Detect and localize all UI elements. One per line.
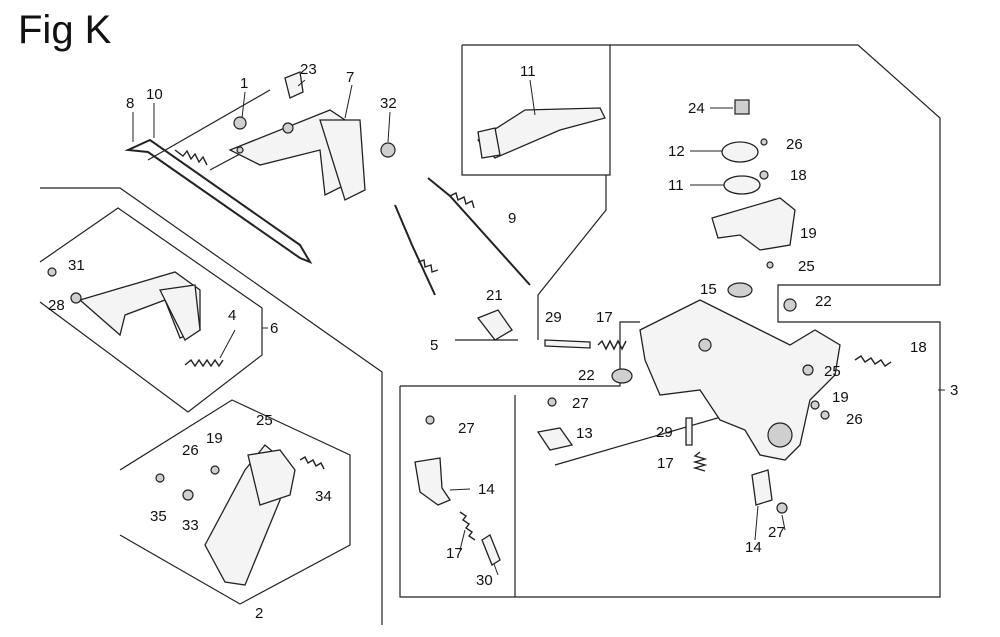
callout-25-left: 25	[256, 412, 273, 429]
main-bracket-3	[639, 299, 841, 461]
spring-34	[299, 456, 325, 470]
callout-32: 32	[380, 95, 397, 112]
callout-5: 5	[430, 337, 438, 354]
callout-25-upper: 25	[798, 258, 815, 275]
callout-17-inner: 17	[446, 545, 463, 562]
spring-4	[184, 358, 224, 368]
bolt-22-lower	[611, 368, 633, 384]
callout-12: 11	[668, 177, 684, 194]
clip-14	[536, 427, 574, 451]
callout-29-lower: 29	[656, 424, 673, 441]
bolt-22-upper	[783, 298, 797, 312]
link-5	[394, 204, 436, 296]
callout-4: 4	[228, 307, 236, 324]
cap-13	[721, 141, 759, 163]
callout-24: 24	[688, 100, 705, 117]
callout-26-upper: 26	[786, 136, 803, 153]
spring-17-upper	[597, 339, 627, 351]
group-frames	[39, 44, 941, 625]
sleeve-21	[476, 309, 513, 341]
callout-6: 6	[270, 320, 278, 337]
callout-14-lower: 14	[745, 539, 762, 556]
callout-20: 19	[800, 225, 817, 242]
callout-11: 11	[520, 63, 536, 80]
callout-9: 9	[508, 210, 516, 227]
spring-18	[854, 355, 892, 367]
callout-7: 7	[346, 69, 354, 86]
callout-31: 31	[68, 257, 85, 274]
callout-19-left: 19	[206, 430, 223, 447]
leader-lines	[132, 79, 945, 576]
bracket-15	[414, 457, 451, 506]
callout-23: 23	[300, 61, 317, 78]
callout-14-upper: 13	[576, 425, 593, 442]
bracket-11	[476, 107, 606, 159]
callout-labels: 1 23 7 32 8 10 31 28 4 6 25 26 19 34 35 …	[48, 61, 958, 622]
callout-16: 15	[700, 281, 717, 298]
callout-26-right: 26	[846, 411, 863, 428]
callout-2: 2	[255, 605, 263, 622]
nut-1	[233, 116, 247, 130]
callout-28: 28	[48, 297, 65, 314]
callout-26-left: 26	[182, 442, 199, 459]
rod-spring	[174, 149, 208, 166]
callout-22-lower: 22	[578, 367, 595, 384]
callout-17-mid: 17	[657, 455, 674, 472]
callout-30: 30	[476, 572, 493, 589]
figure-title: Fig K	[18, 8, 112, 52]
clip-14-lower	[751, 469, 773, 506]
washer-16	[727, 282, 753, 298]
callout-17-upper: 17	[596, 309, 613, 326]
spring-17-lower	[692, 451, 708, 472]
callout-21: 21	[486, 287, 503, 304]
callout-35: 35	[150, 508, 167, 525]
parts-artwork	[47, 71, 892, 586]
screw-29-lower	[685, 417, 693, 446]
callout-27-b: 27	[458, 420, 475, 437]
callout-34: 34	[315, 488, 332, 505]
screw-30	[481, 534, 501, 566]
plate-20	[711, 197, 796, 251]
bracket-7	[228, 109, 346, 196]
callout-33: 33	[182, 517, 199, 534]
callout-25-right: 25	[824, 363, 841, 380]
callout-1: 1	[240, 75, 248, 92]
callout-22-upper: 22	[815, 293, 832, 310]
nut-32	[380, 142, 396, 158]
spring-17-inner	[459, 511, 476, 541]
callout-19-right: 19	[832, 389, 849, 406]
callout-29-upper: 29	[545, 309, 562, 326]
callout-18: 18	[910, 339, 927, 356]
washer-12	[723, 175, 761, 195]
callout-3: 3	[950, 382, 958, 399]
callout-27-c: 27	[768, 524, 785, 541]
callout-10: 10	[146, 86, 163, 103]
callout-27-a: 27	[572, 395, 589, 412]
screw-29-upper	[544, 339, 591, 349]
callout-13: 12	[668, 143, 685, 160]
callout-19-upper: 18	[790, 167, 807, 184]
link-9	[427, 177, 531, 286]
screw-23	[284, 71, 304, 99]
cap-24	[734, 99, 750, 115]
callout-15: 14	[478, 481, 495, 498]
callout-8: 8	[126, 95, 134, 112]
governor-rod	[124, 138, 313, 265]
